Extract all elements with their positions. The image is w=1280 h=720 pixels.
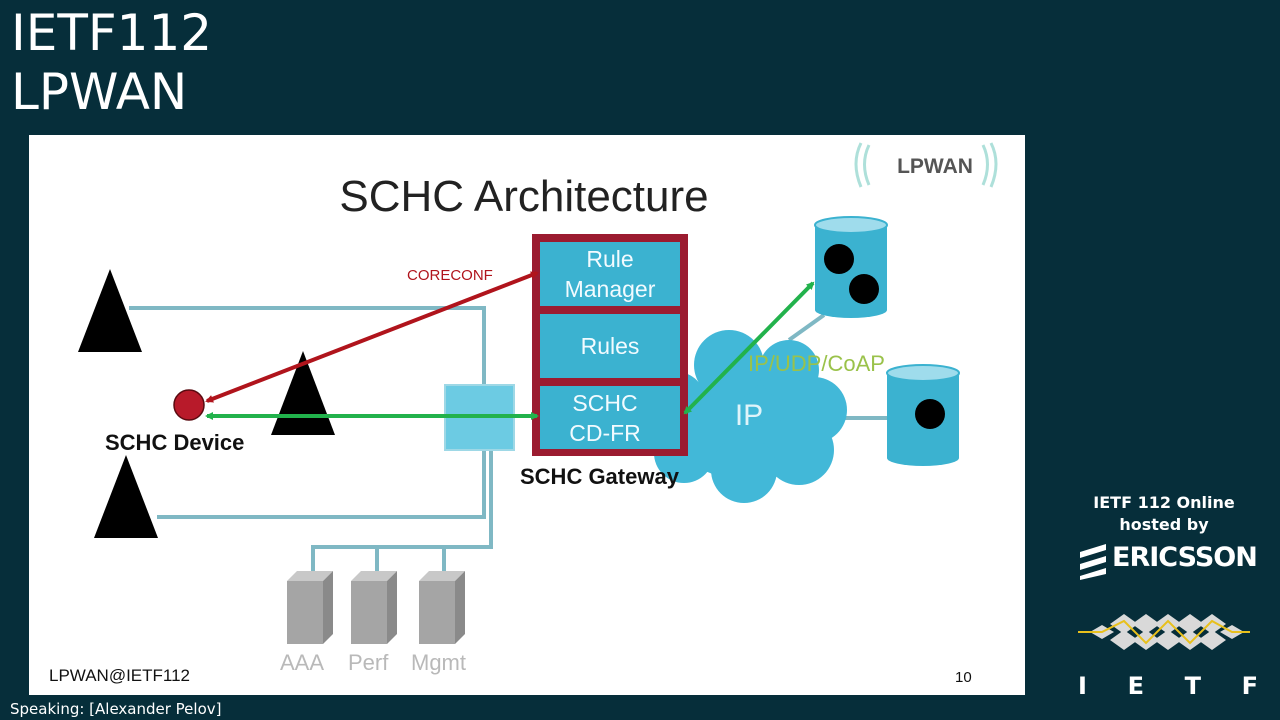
sponsor-name: ERICSSON [1112,542,1258,573]
server-label-mgmt: Mgmt [411,650,466,675]
host-line-1: IETF 112 Online [1093,493,1235,512]
lpwan-badge-text: LPWAN [897,155,973,178]
cdfr-line2: CD-FR [569,420,641,446]
database-icon [814,216,888,318]
rule-manager-line1: Rule [586,246,633,272]
presentation-slide: SCHC Architecture LPWAN [29,135,1025,695]
ietf-letter: I [1078,672,1087,700]
server-icon [287,571,333,644]
slide-header: IETF112 LPWAN [11,4,212,122]
rules-box-label: Rules [581,333,640,359]
coreconf-arrow [205,271,539,403]
ietf-wordmark: I E T F [1078,672,1258,700]
title-line-1: IETF112 [11,4,213,62]
ietf-letter: E [1127,672,1144,700]
server-icon [351,571,397,644]
scHC-architecture-diagram: SCHC Architecture LPWAN [49,142,998,686]
server-icon [419,571,465,644]
ietf-diamond-logo-icon [1078,614,1250,650]
cloud-label: IP [735,399,763,432]
scHC-gateway [532,234,688,456]
scHC-device-node [173,389,205,421]
ericsson-logo-icon [1080,544,1106,580]
ietf-letter: F [1241,672,1258,700]
antenna-triangle-icon [94,455,158,538]
speaker-caption: Speaking: [Alexander Pelov] [10,700,222,718]
device-label: SCHC Device [105,430,244,455]
slide-title: SCHC Architecture [339,172,708,221]
database-icon [886,364,960,466]
host-info: IETF 112 Online hosted by [1070,492,1258,536]
gateway-label: SCHC Gateway [520,464,680,489]
ietf-letter: T [1184,672,1201,700]
host-line-2: hosted by [1119,515,1209,534]
server-label-aaa: AAA [280,650,324,675]
page-number: 10 [955,669,972,686]
coreconf-label: CORECONF [407,267,493,284]
antenna-triangle-icon [78,269,142,352]
rule-manager-line2: Manager [565,276,656,302]
title-line-2: LPWAN [11,63,188,121]
cdfr-line1: SCHC [572,390,637,416]
protocol-label: IP/UDP/CoAP [748,351,885,376]
gateway-app-arrow [683,281,815,415]
ericsson-logo: ERICSSON [1074,540,1264,580]
lpwan-badge: LPWAN [854,142,998,188]
slide-footer: LPWAN@IETF112 [49,666,190,685]
server-label-perf: Perf [348,650,389,675]
